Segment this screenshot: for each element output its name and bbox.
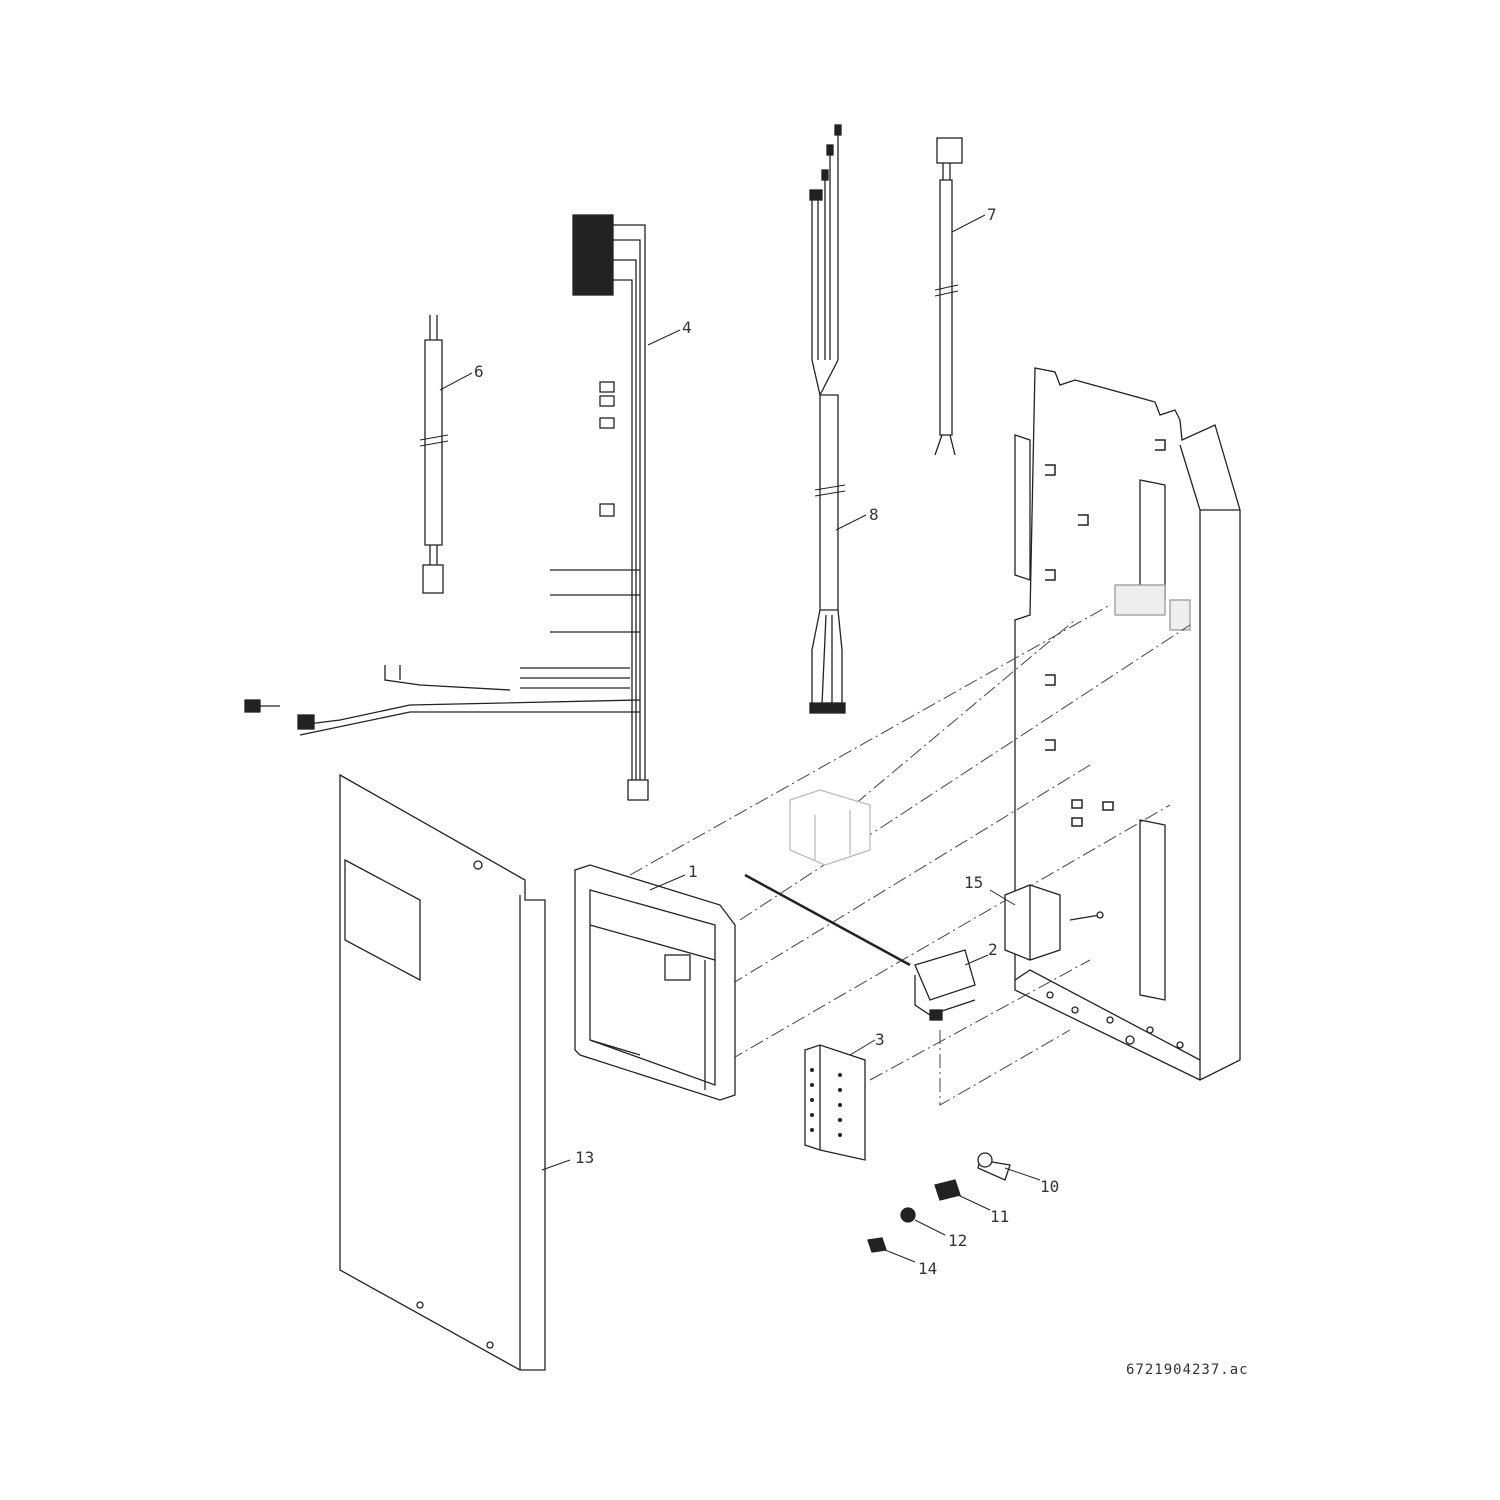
terminal-block [804,1044,866,1161]
callout-6: 6 [474,362,484,381]
control-unit [574,864,736,1101]
callout-8: 8 [869,505,879,524]
callout-2: 2 [988,940,998,959]
relay [744,873,976,1021]
front-cover [339,773,546,1371]
cable-7 [934,137,963,456]
callout-3: 3 [875,1030,885,1049]
wiring-harness [244,214,649,801]
small-parts [867,1152,1011,1253]
back-panel [1014,367,1241,1081]
callout-12: 12 [948,1231,968,1250]
callout-14: 14 [918,1259,938,1278]
callout-11: 11 [990,1207,1010,1226]
leader-lines [439,214,1041,1263]
assembly-lines [629,604,1191,1106]
ghost-component [789,789,871,866]
cable-6 [419,315,449,594]
callout-13: 13 [575,1148,595,1167]
cable-8 [809,124,846,714]
transformer [1004,884,1104,961]
callout-1: 1 [688,862,698,881]
callout-15: 15 [964,873,984,892]
drawing-number: 6721904237.ac [1126,1362,1249,1378]
callout-10: 10 [1040,1177,1060,1196]
callout-4: 4 [682,318,692,337]
callout-7: 7 [987,205,997,224]
